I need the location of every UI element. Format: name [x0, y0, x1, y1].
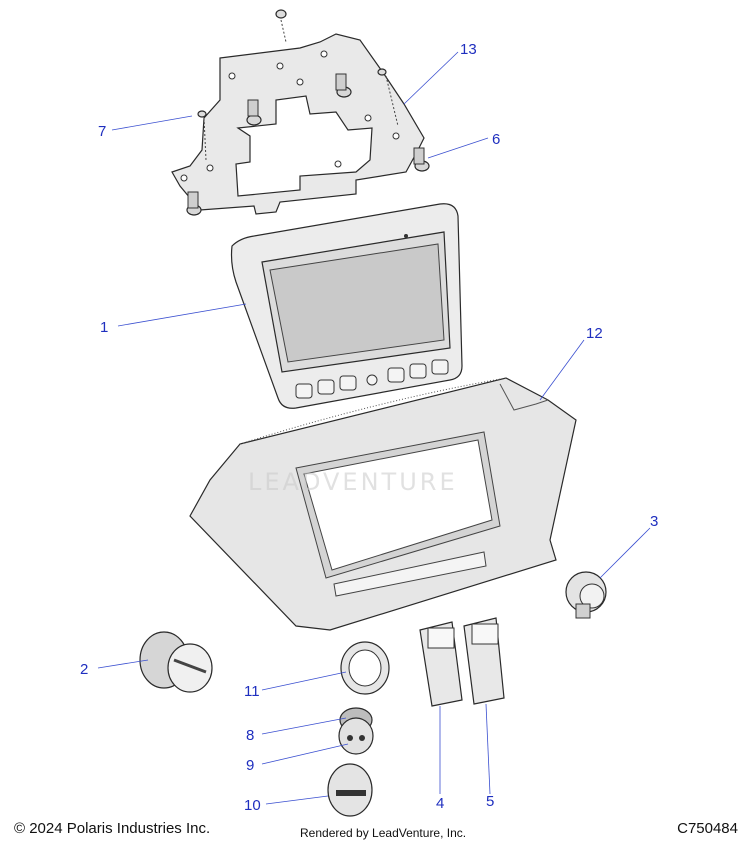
fastener-group — [186, 9, 430, 216]
callout-1: 1 — [100, 319, 108, 336]
mounting-bracket-part-13 — [171, 33, 425, 215]
diagram-code: C750484 — [677, 820, 738, 837]
socket-cap-part-10 — [327, 763, 373, 817]
callout-labels: 1 2 3 4 5 6 7 8 9 10 11 12 13 — [80, 41, 658, 814]
callout-9: 9 — [246, 757, 254, 774]
rendered-by-text: Rendered by LeadVenture, Inc. — [300, 826, 467, 840]
watermark: LEADVENTURE — [248, 468, 458, 496]
dash-panel-bezel-part-12 — [189, 377, 577, 631]
callout-10: 10 — [244, 797, 261, 814]
callout-4: 4 — [436, 795, 444, 812]
callout-6: 6 — [492, 131, 500, 148]
ring-nut-part-11 — [340, 641, 390, 695]
rocker-switch-part-5 — [463, 617, 505, 705]
callout-11: 11 — [244, 683, 260, 700]
rotary-knob-part-2 — [139, 631, 213, 693]
callout-12: 12 — [586, 325, 603, 342]
display-button-row — [295, 359, 449, 399]
power-socket-part-3 — [565, 571, 607, 619]
usb-socket-part-8-9 — [338, 707, 374, 755]
callout-2: 2 — [80, 661, 88, 678]
copyright-text: © 2024 Polaris Industries Inc. — [14, 820, 211, 837]
display-unit-part-1 — [230, 203, 463, 409]
callout-8: 8 — [246, 727, 254, 744]
callout-13: 13 — [460, 41, 477, 58]
leader-lines — [97, 51, 651, 805]
callout-5: 5 — [486, 793, 494, 810]
callout-7: 7 — [98, 123, 106, 140]
callout-3: 3 — [650, 513, 658, 530]
rocker-switch-part-4 — [419, 621, 463, 707]
